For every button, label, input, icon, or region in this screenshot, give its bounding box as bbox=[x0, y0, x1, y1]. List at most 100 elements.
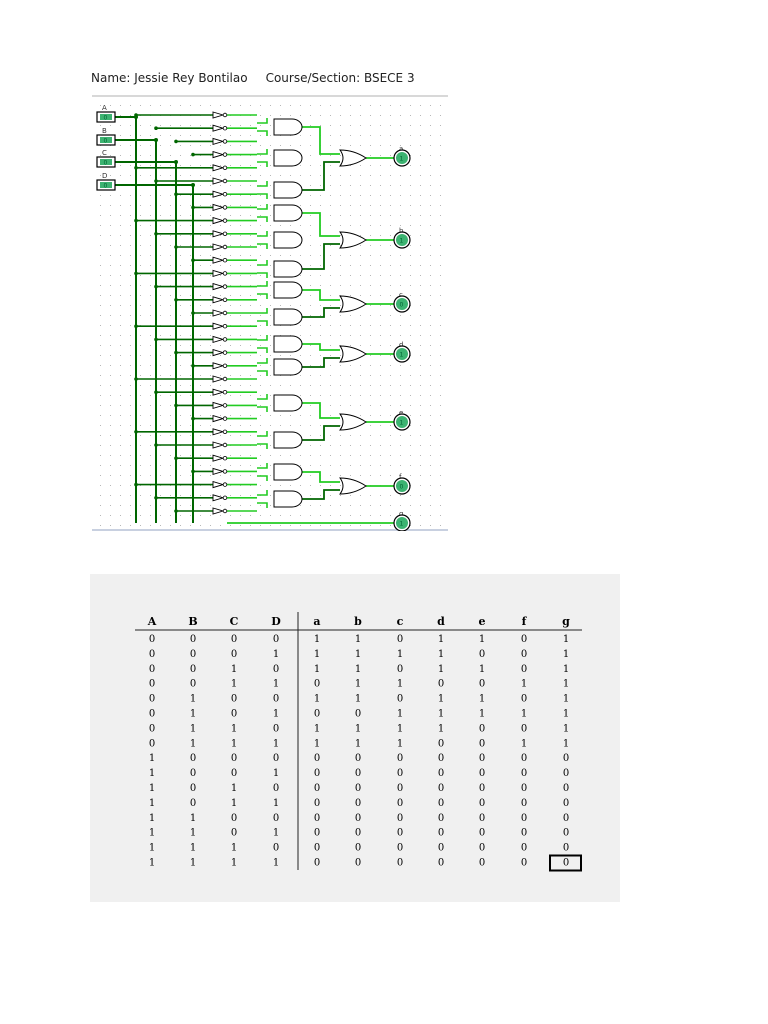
course-section: Course/Section: BSECE 3 bbox=[265, 71, 415, 85]
output-column-header: b bbox=[354, 615, 362, 628]
truth-table-cell: 0 bbox=[479, 813, 485, 824]
truth-table-cell: 0 bbox=[521, 694, 527, 705]
and-input-wire bbox=[257, 231, 268, 237]
output-pin-value: 0 bbox=[400, 302, 404, 309]
truth-table-cell: 0 bbox=[521, 843, 527, 854]
input-pin-value: 0 bbox=[104, 160, 108, 167]
and-gate bbox=[273, 281, 303, 299]
not-gate-bubble bbox=[222, 271, 228, 276]
truth-table-cell: 1 bbox=[355, 679, 361, 690]
output-column-header: a bbox=[313, 615, 320, 628]
truth-table-cell: 1 bbox=[149, 783, 155, 794]
input-bus-wires bbox=[115, 113, 213, 523]
or-gate bbox=[339, 231, 367, 249]
truth-table-cell: 1 bbox=[149, 798, 155, 809]
truth-table-cell: 1 bbox=[397, 723, 403, 734]
truth-table-cell: 0 bbox=[355, 858, 361, 869]
wire-junction bbox=[174, 160, 178, 164]
wire-junction bbox=[191, 258, 195, 262]
truth-table-cell: 1 bbox=[231, 738, 237, 749]
truth-table-cell: 0 bbox=[397, 664, 403, 675]
output-pin-value: 1 bbox=[400, 521, 404, 528]
truth-table-cell: 1 bbox=[231, 843, 237, 854]
truth-table-cell: 1 bbox=[355, 664, 361, 675]
truth-table-cell: 0 bbox=[479, 723, 485, 734]
not-gate bbox=[212, 269, 225, 278]
input-label: D bbox=[102, 172, 107, 180]
input-pin-state bbox=[100, 182, 112, 188]
truth-table-cell: 0 bbox=[397, 813, 403, 824]
truth-table-cell: 1 bbox=[479, 694, 485, 705]
truth-table-cell: 0 bbox=[231, 753, 237, 764]
truth-table-cell: 1 bbox=[438, 694, 444, 705]
truth-table-cell: 0 bbox=[314, 858, 320, 869]
canvas-top-border bbox=[92, 95, 448, 97]
wire-junction bbox=[154, 390, 158, 395]
input-pin-value: 0 bbox=[104, 183, 108, 190]
not-gate-bubble bbox=[222, 152, 228, 157]
and-gate bbox=[273, 204, 303, 222]
not-gate bbox=[212, 494, 225, 502]
truth-table-cell: 0 bbox=[438, 858, 444, 869]
input-label: C bbox=[102, 149, 107, 157]
and-input-wire bbox=[257, 216, 268, 222]
output-pin-value: 1 bbox=[400, 156, 404, 163]
truth-table-body: 0 0 0 0 1 1 0 1 1 0 1 0 0 0 1 1 1 1 1 0 0 1 0 0 1 0 1 1 0 1 1 0 1 0 0 1 1 0 1 1… bbox=[149, 634, 582, 872]
truth-table-cell: 0 bbox=[314, 679, 320, 690]
wire-junction bbox=[191, 183, 195, 187]
and-input-wire bbox=[257, 431, 268, 437]
not-gate bbox=[212, 256, 225, 264]
not-gate-bubble bbox=[222, 297, 228, 302]
not-gate-bubble bbox=[222, 429, 228, 434]
wire-junction bbox=[134, 377, 138, 381]
truth-table-cell: 0 bbox=[479, 843, 485, 854]
truth-table-cell: 0 bbox=[397, 828, 403, 839]
truth-table-cell: 1 bbox=[479, 634, 485, 645]
truth-table-cell: 1 bbox=[314, 634, 320, 645]
truth-table-cell: 1 bbox=[190, 709, 196, 720]
truth-table-cell: 1 bbox=[397, 679, 403, 690]
and-input-wire bbox=[257, 406, 268, 412]
truth-table-cell: 0 bbox=[397, 783, 403, 794]
truth-table-cell: 1 bbox=[397, 649, 403, 660]
truth-table-cell: 1 bbox=[231, 723, 237, 734]
truth-table-cell: 1 bbox=[438, 709, 444, 720]
output-pin-state bbox=[396, 517, 408, 529]
truth-table-cell: 0 bbox=[563, 843, 569, 854]
wire-junction bbox=[191, 469, 195, 474]
truth-table-cell: 0 bbox=[149, 694, 155, 705]
truth-table-cell: 1 bbox=[438, 664, 444, 675]
wire-junction bbox=[154, 138, 158, 142]
truth-table-cell: 1 bbox=[273, 768, 279, 779]
not-gate-bubble bbox=[222, 191, 228, 197]
not-gate bbox=[212, 322, 225, 330]
input-column-header: A bbox=[147, 615, 157, 628]
input-pin-value: 0 bbox=[104, 115, 108, 122]
truth-table-cell: 0 bbox=[149, 738, 155, 749]
truth-table-cell: 1 bbox=[563, 694, 569, 705]
truth-table-cell: 1 bbox=[355, 723, 361, 734]
wire-junction bbox=[154, 337, 158, 342]
wire-junction bbox=[174, 456, 178, 461]
wire-junction bbox=[154, 232, 158, 236]
output-pin-value: 1 bbox=[400, 420, 404, 427]
truth-table-cell: 1 bbox=[190, 843, 196, 854]
wire-junction bbox=[174, 298, 178, 302]
not-gate-bubble bbox=[222, 244, 228, 250]
wire-junction bbox=[134, 113, 138, 117]
truth-table-cell: 0 bbox=[563, 783, 569, 794]
logic-gates bbox=[212, 111, 367, 515]
output-pin-value: 1 bbox=[400, 352, 404, 359]
and-input-wire bbox=[257, 490, 268, 496]
truth-table-cell: 0 bbox=[190, 664, 196, 675]
truth-table-cell: 1 bbox=[355, 694, 361, 705]
output-pin-value: 0 bbox=[400, 484, 404, 491]
truth-table-cell: 0 bbox=[397, 694, 403, 705]
not-gate bbox=[212, 454, 225, 462]
wire-junction bbox=[154, 284, 158, 289]
wire-junction bbox=[154, 179, 158, 183]
truth-table-cell: 0 bbox=[438, 768, 444, 779]
truth-table-cell: 0 bbox=[190, 634, 196, 645]
truth-table-cell: 0 bbox=[563, 858, 569, 869]
truth-table-cell: 1 bbox=[355, 649, 361, 660]
